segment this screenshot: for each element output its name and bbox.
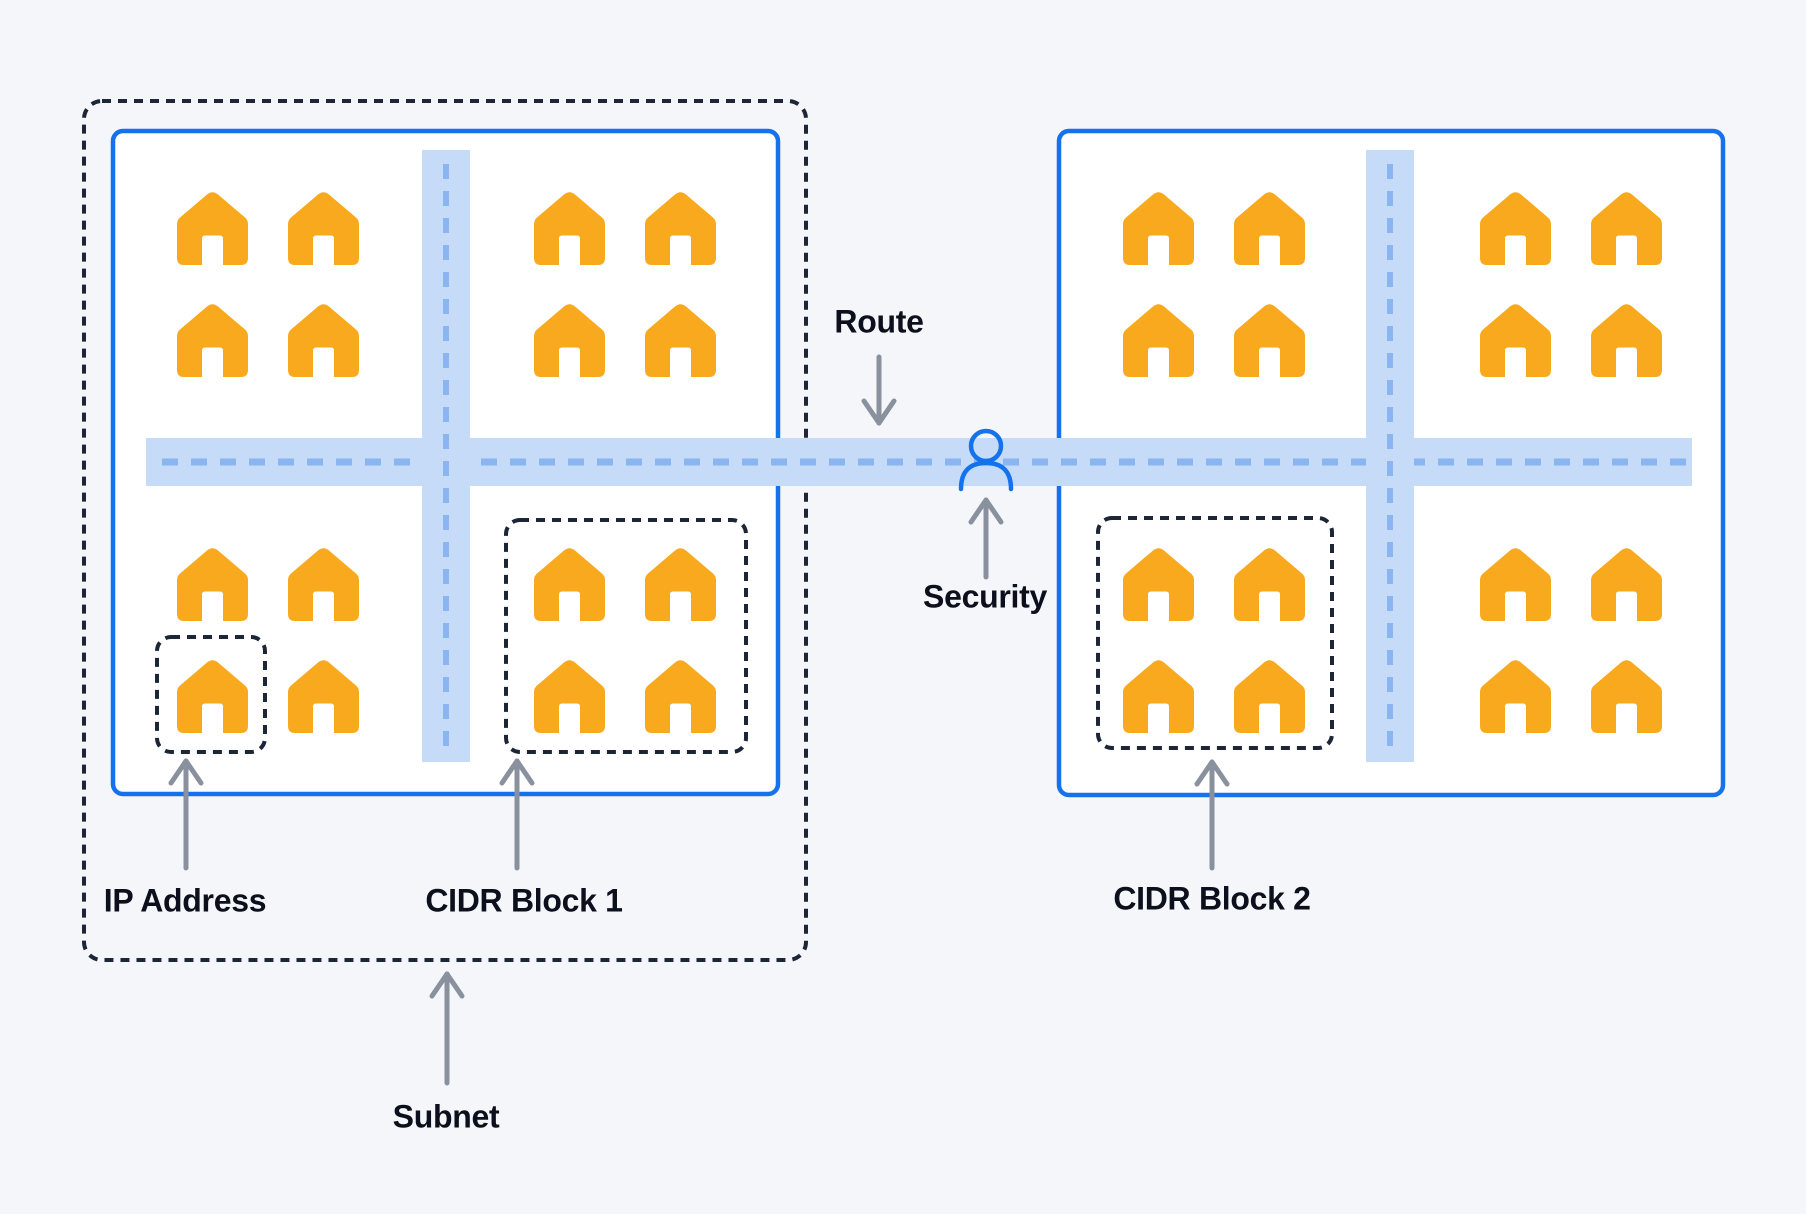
cidr-block-2-label: CIDR Block 2 (1113, 880, 1311, 917)
security-arrow (968, 497, 1004, 580)
house-icon (177, 660, 248, 733)
house-icon (177, 548, 248, 621)
house-icon (1591, 660, 1662, 733)
ip-address-arrow (168, 758, 204, 871)
house-icon (534, 192, 605, 265)
house-icon (1591, 548, 1662, 621)
house-icon (1480, 192, 1551, 265)
house-icon (1234, 304, 1305, 377)
house-icon (1123, 304, 1194, 377)
road-vertical-left (422, 150, 470, 762)
house-icon (645, 660, 716, 733)
road-vertical-right (1366, 150, 1414, 762)
house-icon (1480, 660, 1551, 733)
house-icon (1480, 548, 1551, 621)
house-icon (1234, 192, 1305, 265)
house-icon (288, 304, 359, 377)
house-icon (1123, 660, 1194, 733)
house-icon (1234, 548, 1305, 621)
cidr-block-1-outline (504, 518, 748, 754)
route-arrow-head (861, 398, 897, 426)
house-icon (177, 304, 248, 377)
cidr-block-2-arrow (1194, 759, 1230, 871)
house-icon (534, 548, 605, 621)
ip-address-outline (155, 635, 267, 754)
cidr-block-1-arrow-head (499, 758, 535, 786)
cidr-block-2-outline (1096, 516, 1334, 750)
house-icon (1234, 660, 1305, 733)
house-icon (1123, 192, 1194, 265)
house-icon (645, 304, 716, 377)
cidr-block-1-arrow (499, 758, 535, 871)
subnet-arrow (429, 971, 465, 1086)
ip-address-label: IP Address (103, 882, 267, 919)
subnet-outline (82, 99, 808, 962)
house-icon (645, 548, 716, 621)
security-label: Security (923, 578, 1047, 615)
route-arrow (861, 354, 897, 426)
house-icon (1591, 304, 1662, 377)
cidr-block-1-label: CIDR Block 1 (425, 882, 623, 919)
house-icon (288, 548, 359, 621)
subnet-label: Subnet (392, 1098, 500, 1135)
house-icon (177, 192, 248, 265)
house-icon (1480, 304, 1551, 377)
cidr-block-2-arrow-head (1194, 759, 1230, 787)
security-person-icon (958, 428, 1014, 492)
ip-address-arrow-head (168, 758, 204, 786)
house-icon (645, 192, 716, 265)
house-icon (1591, 192, 1662, 265)
subnet-arrow-head (429, 971, 465, 999)
route-label: Route (834, 303, 924, 340)
person-shoulders (958, 460, 1014, 492)
house-icon (288, 660, 359, 733)
house-icon (534, 660, 605, 733)
house-icon (534, 304, 605, 377)
security-arrow-head (968, 497, 1004, 525)
house-icon (1123, 548, 1194, 621)
house-icon (288, 192, 359, 265)
